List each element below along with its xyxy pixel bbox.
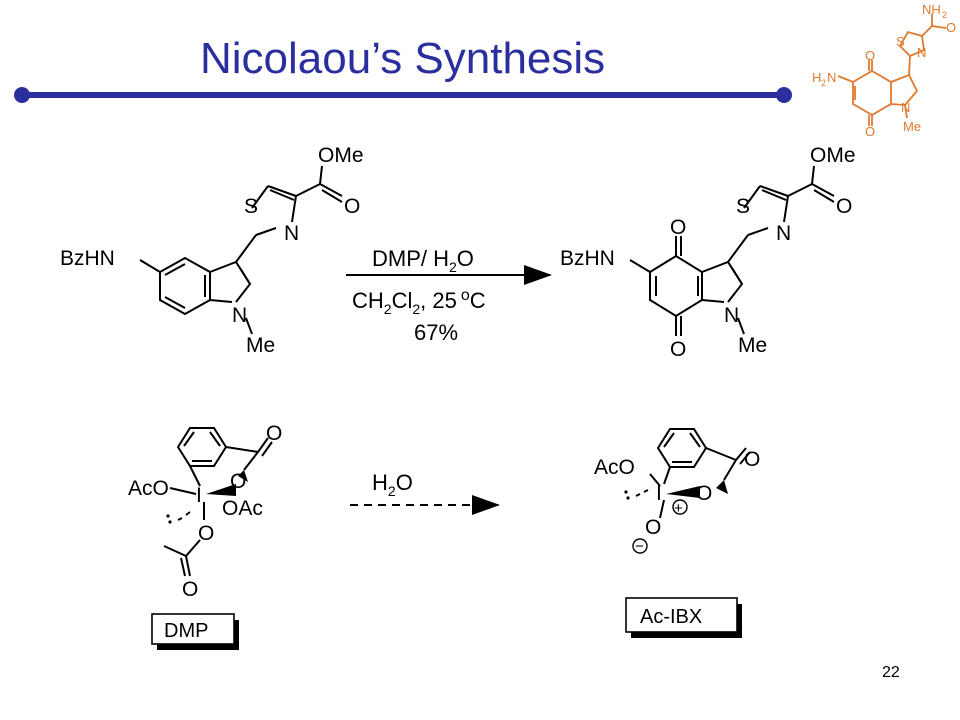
- thumb-quinone-o-bottom: O: [865, 124, 875, 139]
- dmp-structure: [163, 427, 273, 577]
- dmp-wedge-bond: [206, 484, 236, 496]
- title-underline: [22, 92, 786, 98]
- pr-carbonyl-o: O: [836, 195, 852, 218]
- thumb-indole-me: Me: [903, 119, 921, 134]
- product-structure: [629, 165, 835, 336]
- ibx-negative-charge: −: [635, 538, 644, 555]
- dmp-iodine: I: [196, 484, 202, 507]
- sm-bzhn: BzHN: [60, 247, 115, 270]
- pr-quinone-o-top: O: [670, 216, 686, 239]
- thumb-h2n-sub: 2: [821, 78, 826, 88]
- pr-indole-n: N: [724, 304, 739, 327]
- dmp-label-box: [151, 613, 235, 645]
- target-molecule-thumbnail: [837, 14, 947, 126]
- starting-material-structure: [139, 165, 343, 335]
- dmp-ring-o: O: [230, 470, 246, 493]
- sm-n-methyl: Me: [246, 334, 275, 357]
- ibx-carbonyl-o: O: [744, 448, 760, 471]
- underline-left-dot: [14, 87, 30, 103]
- dmp-label: DMP: [164, 620, 208, 642]
- ibx-lower-o: O: [645, 516, 661, 539]
- thumb-nh2-sub: 2: [942, 10, 947, 20]
- hydrolysis-reagent: H2O: [372, 470, 413, 499]
- page-number: 22: [882, 664, 900, 681]
- sm-carbonyl-o: O: [344, 195, 360, 218]
- ibx-lone-pair: [624, 490, 630, 500]
- thumb-nh2-nh: NH: [922, 2, 941, 17]
- pr-bzhn: BzHN: [560, 247, 615, 270]
- ac-ibx-structure: [649, 428, 751, 519]
- thumb-indole-n: N: [901, 100, 910, 115]
- sm-indole-n: N: [232, 304, 247, 327]
- dmp-bottom-o: O: [182, 578, 198, 601]
- dmp-carbonyl-o: O: [266, 422, 282, 445]
- dmp-dashed-bond: [177, 511, 191, 521]
- ibx-iodine: I: [656, 482, 662, 505]
- pr-quinone-o-bottom: O: [670, 338, 686, 361]
- underline-right-dot: [776, 87, 792, 103]
- dmp-aco: AcO: [128, 477, 169, 500]
- reagent-line-1: DMP/ H2O: [372, 246, 474, 275]
- ibx-dashed-bond: [635, 489, 649, 497]
- dmp-lone-pair: [166, 514, 172, 524]
- thumb-quinone-o-top: O: [865, 48, 875, 63]
- pr-n-methyl: Me: [738, 334, 767, 357]
- thumb-amide-o: O: [946, 20, 956, 35]
- pr-thiazole-n: N: [776, 222, 791, 245]
- ibx-negative-charge-circle: [632, 538, 648, 554]
- dmp-lower-o: O: [198, 522, 214, 545]
- slide-title: Nicolaou’s Synthesis: [200, 34, 606, 83]
- reaction-yield: 67%: [414, 320, 458, 345]
- ibx-positive-charge: +: [674, 500, 683, 517]
- ibx-ring-o: O: [696, 482, 712, 505]
- dmp-oac: OAc: [222, 497, 263, 520]
- pr-thiazole-s: S: [736, 195, 750, 218]
- thumb-thiazole-n: N: [917, 45, 926, 60]
- thumb-h2n-h: H: [812, 70, 821, 85]
- sm-thiazole-s: S: [244, 195, 258, 218]
- sm-ome: OMe: [318, 144, 364, 167]
- pr-ome: OMe: [810, 144, 856, 167]
- thumb-thiazole-s: S: [896, 34, 905, 49]
- ibx-wedge-bond-ring: [716, 480, 728, 494]
- ibx-label: Ac-IBX: [640, 606, 702, 628]
- thumb-h2n-n: N: [827, 70, 836, 85]
- sm-thiazole-n: N: [284, 222, 299, 245]
- ibx-aco: AcO: [594, 456, 635, 479]
- ibx-label-box: [625, 597, 738, 633]
- ibx-positive-charge-circle: [672, 499, 688, 515]
- ibx-wedge-bond: [666, 486, 700, 498]
- dmp-wedge-bond-ring: [238, 470, 248, 482]
